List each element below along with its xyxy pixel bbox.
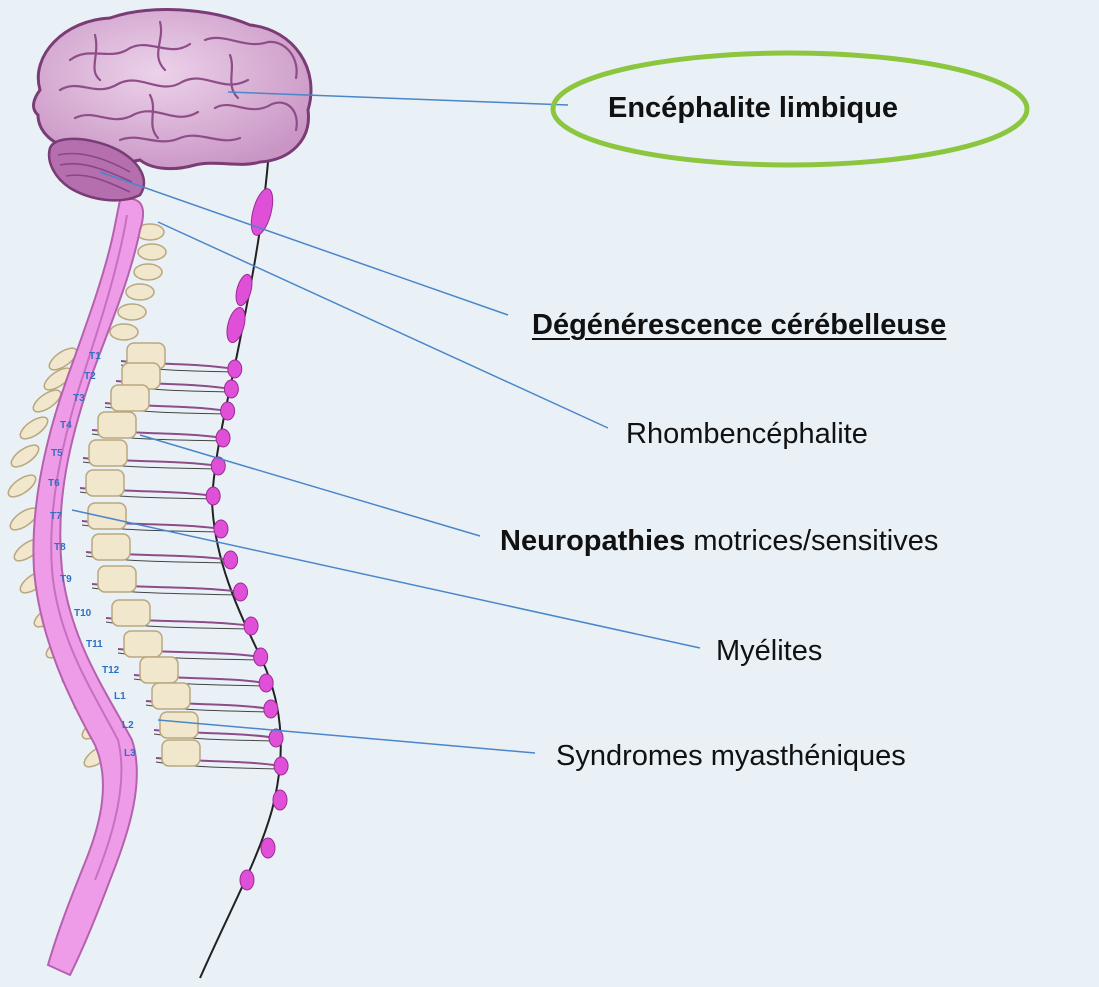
label-rhombencephalitis: Rhombencéphalite [626,420,868,449]
cervical-ganglion [233,273,255,308]
ganglion [224,551,238,569]
ganglion [206,487,220,505]
vertebral-body [160,712,198,738]
ganglion [234,583,248,601]
ganglion [259,674,273,692]
leader-lines [72,92,700,753]
vertebral-body [112,600,150,626]
sacral-ganglion [261,838,275,858]
vertebral-body [162,740,200,766]
label-neuropathies: Neuropathies motrices/sensitives [500,527,938,556]
vertebra-label: T5 [51,448,63,459]
vertebra-label: T11 [86,639,103,650]
vertebra-label: T10 [74,608,92,619]
label-limbic-encephalitis: Encéphalite limbique [608,94,898,123]
ganglion [254,648,268,666]
vertebral-body [88,503,126,529]
vertebra-label: T3 [73,393,85,404]
label-cerebellar-degeneration: Dégénérescence cérébelleuse [532,311,946,340]
sacral-ganglion [240,870,254,890]
spinous-process [5,471,39,501]
vertebral-body [86,470,124,496]
leader-cerebellar [100,172,508,315]
sacral-ganglion [273,790,287,810]
vertebral-body [89,440,127,466]
cervical-vertebra [118,304,146,320]
ganglion [269,729,283,747]
vertebral-body [92,534,130,560]
vertebral-body [98,566,136,592]
vertebra-label: L1 [114,691,126,702]
label-myasthenic-syndromes: Syndromes myasthéniques [556,742,906,771]
vertebra-label: T8 [54,542,66,553]
vertebra-label: T6 [48,478,60,489]
ganglion [228,360,242,378]
cervical-vertebra [126,284,154,300]
ganglion [221,402,235,420]
label-neuropathies-bold: Neuropathies [500,525,685,557]
vertebra-label: T7 [50,511,62,522]
vertebra-label: T9 [60,574,72,585]
cervical-ganglion [247,186,277,237]
vertebra-label: L2 [122,720,134,731]
sympathetic-ganglia [206,186,288,890]
ganglion [214,520,228,538]
spinous-process [17,413,51,443]
vertebra-label: T12 [102,665,120,676]
leader-myasth [158,720,535,753]
ganglion [224,380,238,398]
label-myelites: Myélites [716,637,822,666]
cervical-vertebra [134,264,162,280]
vertebral-body [111,385,149,411]
vertebral-body [140,657,178,683]
ganglion [274,757,288,775]
spinous-process [8,441,42,471]
leader-neuro [140,435,480,536]
vertebra-label: L3 [124,748,136,759]
vertebra-label: T4 [60,420,72,431]
vertebral-body [124,631,162,657]
ganglion [216,429,230,447]
cervical-vertebra [138,244,166,260]
vertebra-label: T2 [84,371,96,382]
ganglion [264,700,278,718]
label-neuropathies-rest: motrices/sensitives [685,525,938,557]
vertebral-body [152,683,190,709]
ganglion [244,617,258,635]
cervical-vertebra [110,324,138,340]
vertebral-body [98,412,136,438]
vertebra-label: T1 [89,351,101,362]
